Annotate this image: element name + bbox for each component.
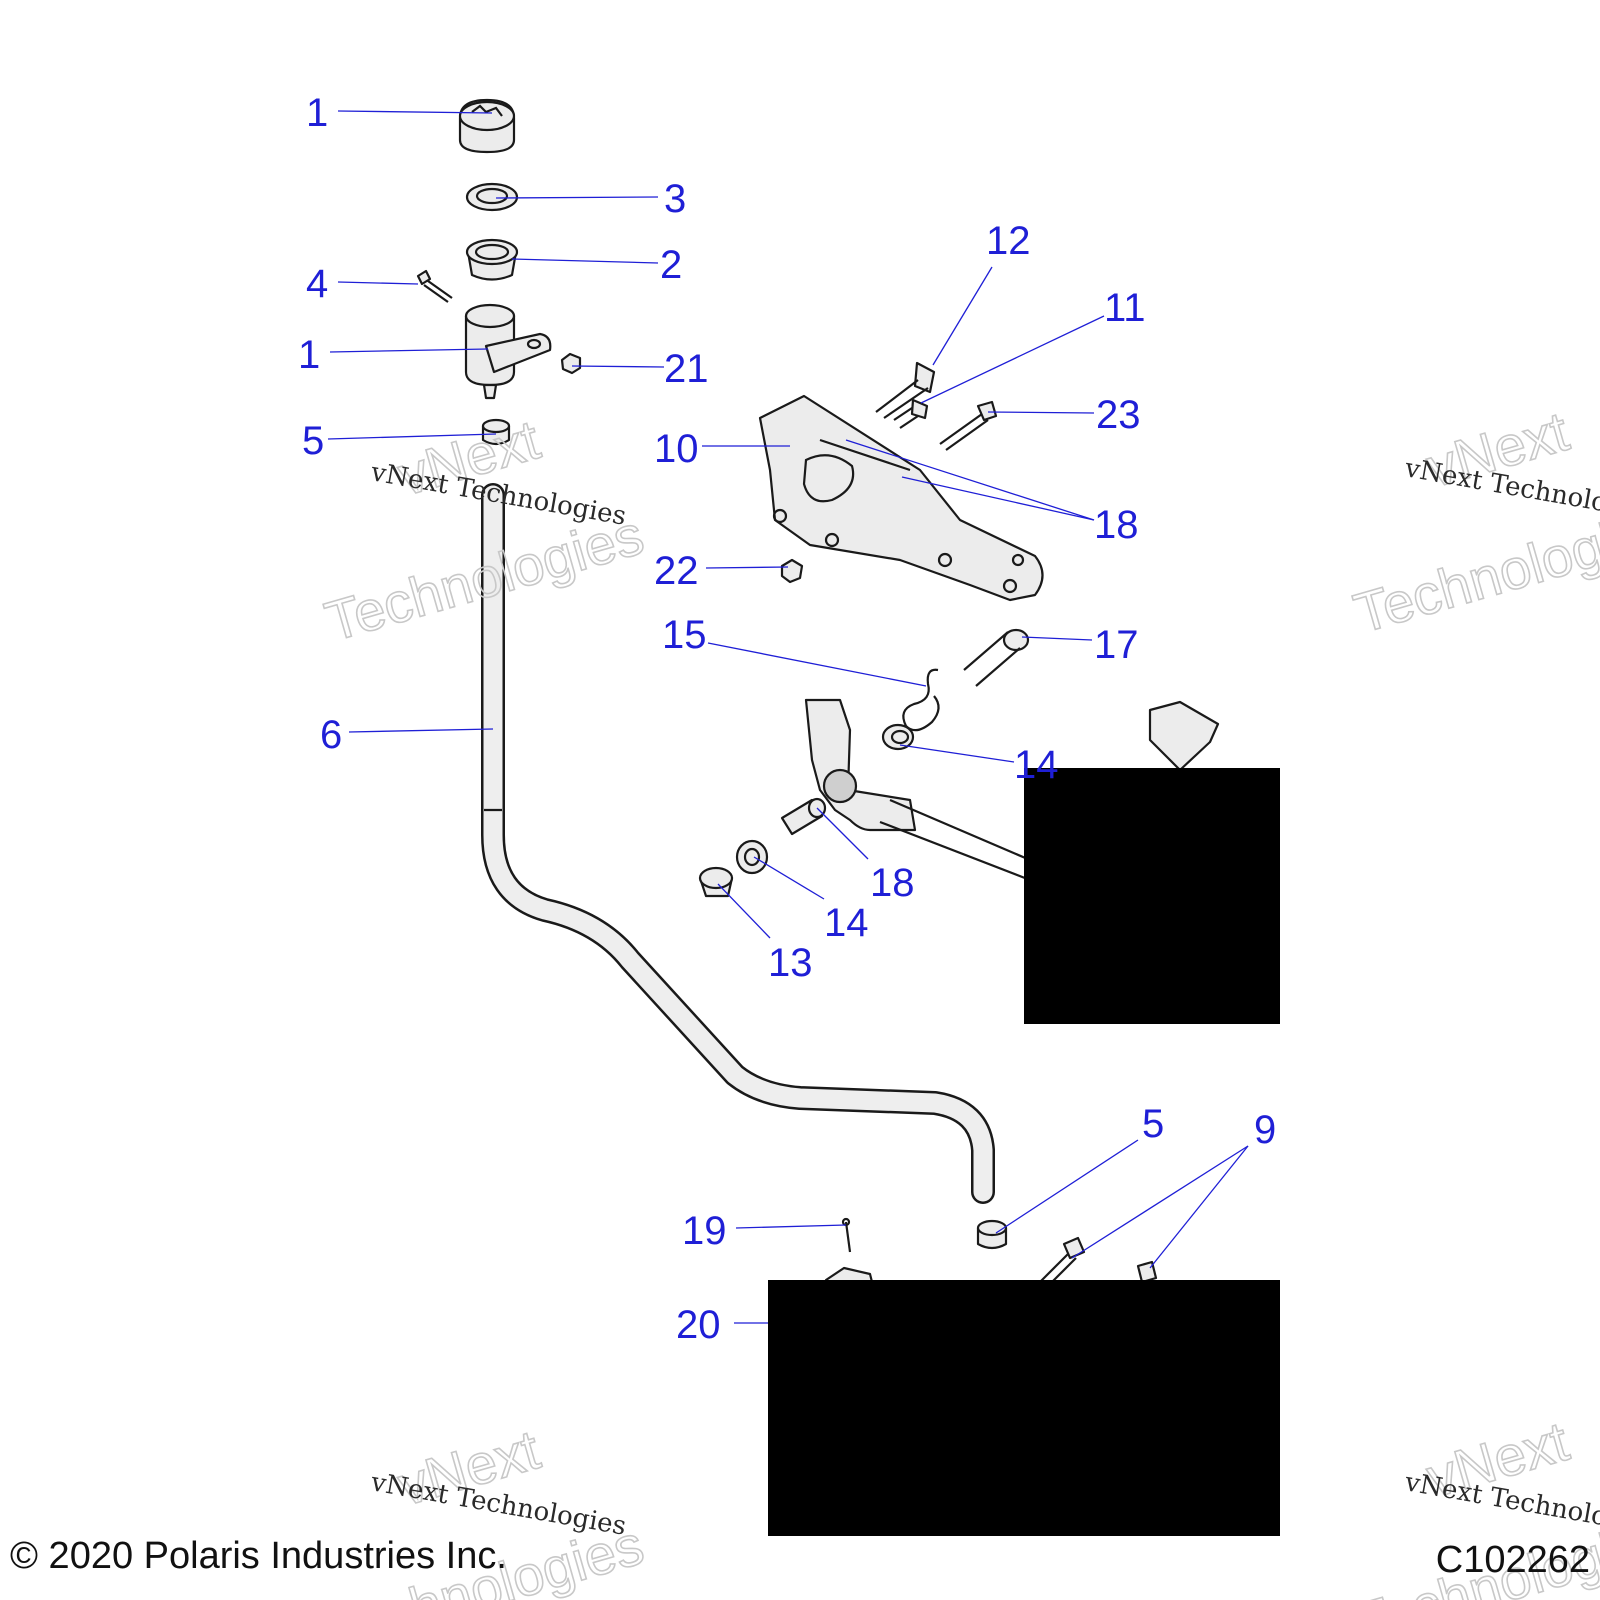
bolt-23 [939,400,998,451]
watermark-line-bottom: Technologies [1347,494,1600,645]
redaction-block-upper [1024,768,1280,1024]
copyright-notice: © 2020 Polaris Industries Inc. [10,1535,507,1577]
callout-5-lower: 5 [1142,1102,1164,1146]
diaphragm [465,182,519,212]
callout-1-cylinder: 1 [298,333,320,377]
callout-19: 19 [682,1209,727,1253]
clevis-20 [824,1266,874,1284]
screw [416,269,453,303]
leader-lines [327,110,1249,1324]
callout-2: 2 [660,243,682,287]
callout-9: 9 [1254,1108,1276,1152]
bolts-9 [1039,1236,1158,1287]
bushing-13 [698,866,734,898]
redaction-block-lower [768,1280,1280,1536]
callout-5-upper: 5 [302,419,324,463]
return-spring [902,668,940,732]
bolt-12 [875,361,936,419]
cotter-pin [841,1217,852,1253]
nut-22 [780,558,804,584]
callout-4: 4 [306,262,328,306]
pedal-pad [1148,700,1220,772]
bolt-11 [893,398,929,429]
diaphragm-plate [465,238,519,281]
master-cylinder [464,303,552,400]
callout-17: 17 [1094,623,1139,667]
callout-10: 10 [654,427,699,471]
callout-1-cap: 1 [306,91,328,135]
pivot-bolt [963,628,1030,687]
hose-clamp-upper [481,418,511,446]
callout-21: 21 [664,347,709,391]
callout-6: 6 [320,713,342,757]
figure-id: C102262 [1436,1539,1590,1581]
callout-12: 12 [986,219,1031,263]
brake-pedal-arm [804,698,1031,882]
reservoir-cap [458,98,516,154]
watermark-upper-right: vNext Technologies [1347,398,1600,645]
callout-22: 22 [654,549,699,593]
callout-20: 20 [676,1303,721,1347]
callout-18-lower: 18 [870,861,915,905]
washer-14-lower [735,839,769,875]
brake-line [481,483,995,1204]
callout-15: 15 [662,613,707,657]
callout-14-upper: 14 [1014,743,1059,787]
bushing-14-upper [881,723,915,751]
callout-3: 3 [664,177,686,221]
callout-14-lower: 14 [824,901,869,945]
nut [560,352,582,375]
callout-23: 23 [1096,393,1141,437]
callout-labels: 1 3 2 4 1 21 5 12 11 23 10 18 22 15 17 6… [298,91,1276,1347]
hose-clamp-lower [976,1219,1008,1250]
pedal-bracket [758,394,1044,602]
sleeve-18-lower [780,797,827,836]
callout-13: 13 [768,941,813,985]
callout-11: 11 [1104,286,1146,330]
callout-18-upper: 18 [1094,503,1139,547]
